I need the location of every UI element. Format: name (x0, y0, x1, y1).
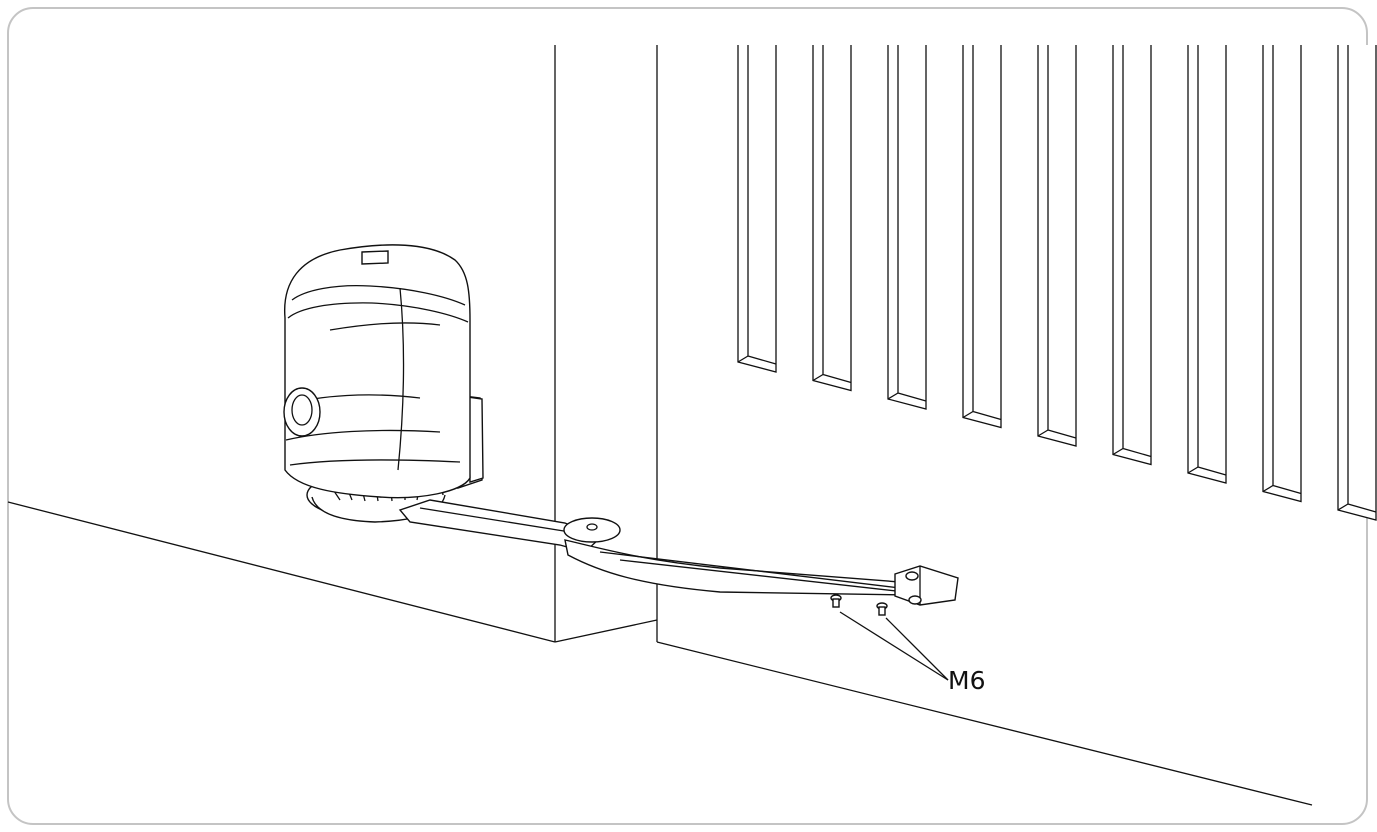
articulated-arm-icon (398, 499, 959, 606)
screw-icon (830, 594, 888, 616)
gate-leaf (656, 45, 1377, 806)
gate-slot (1262, 45, 1302, 503)
gate-slot (1187, 45, 1227, 484)
gate-slots (737, 45, 1377, 521)
callout-label: M6 (948, 666, 985, 695)
gate-operator-motor-icon (283, 244, 471, 523)
gate-slot (737, 45, 777, 373)
gate-slot (962, 45, 1002, 429)
gate-slot (1037, 45, 1077, 447)
gate-slot (1337, 45, 1377, 521)
screw-right (876, 602, 888, 616)
gate-slot (812, 45, 852, 392)
gate-slot (1112, 45, 1152, 466)
gate-slot (887, 45, 927, 410)
callout: M6 (839, 611, 985, 695)
screw-left (830, 594, 842, 608)
